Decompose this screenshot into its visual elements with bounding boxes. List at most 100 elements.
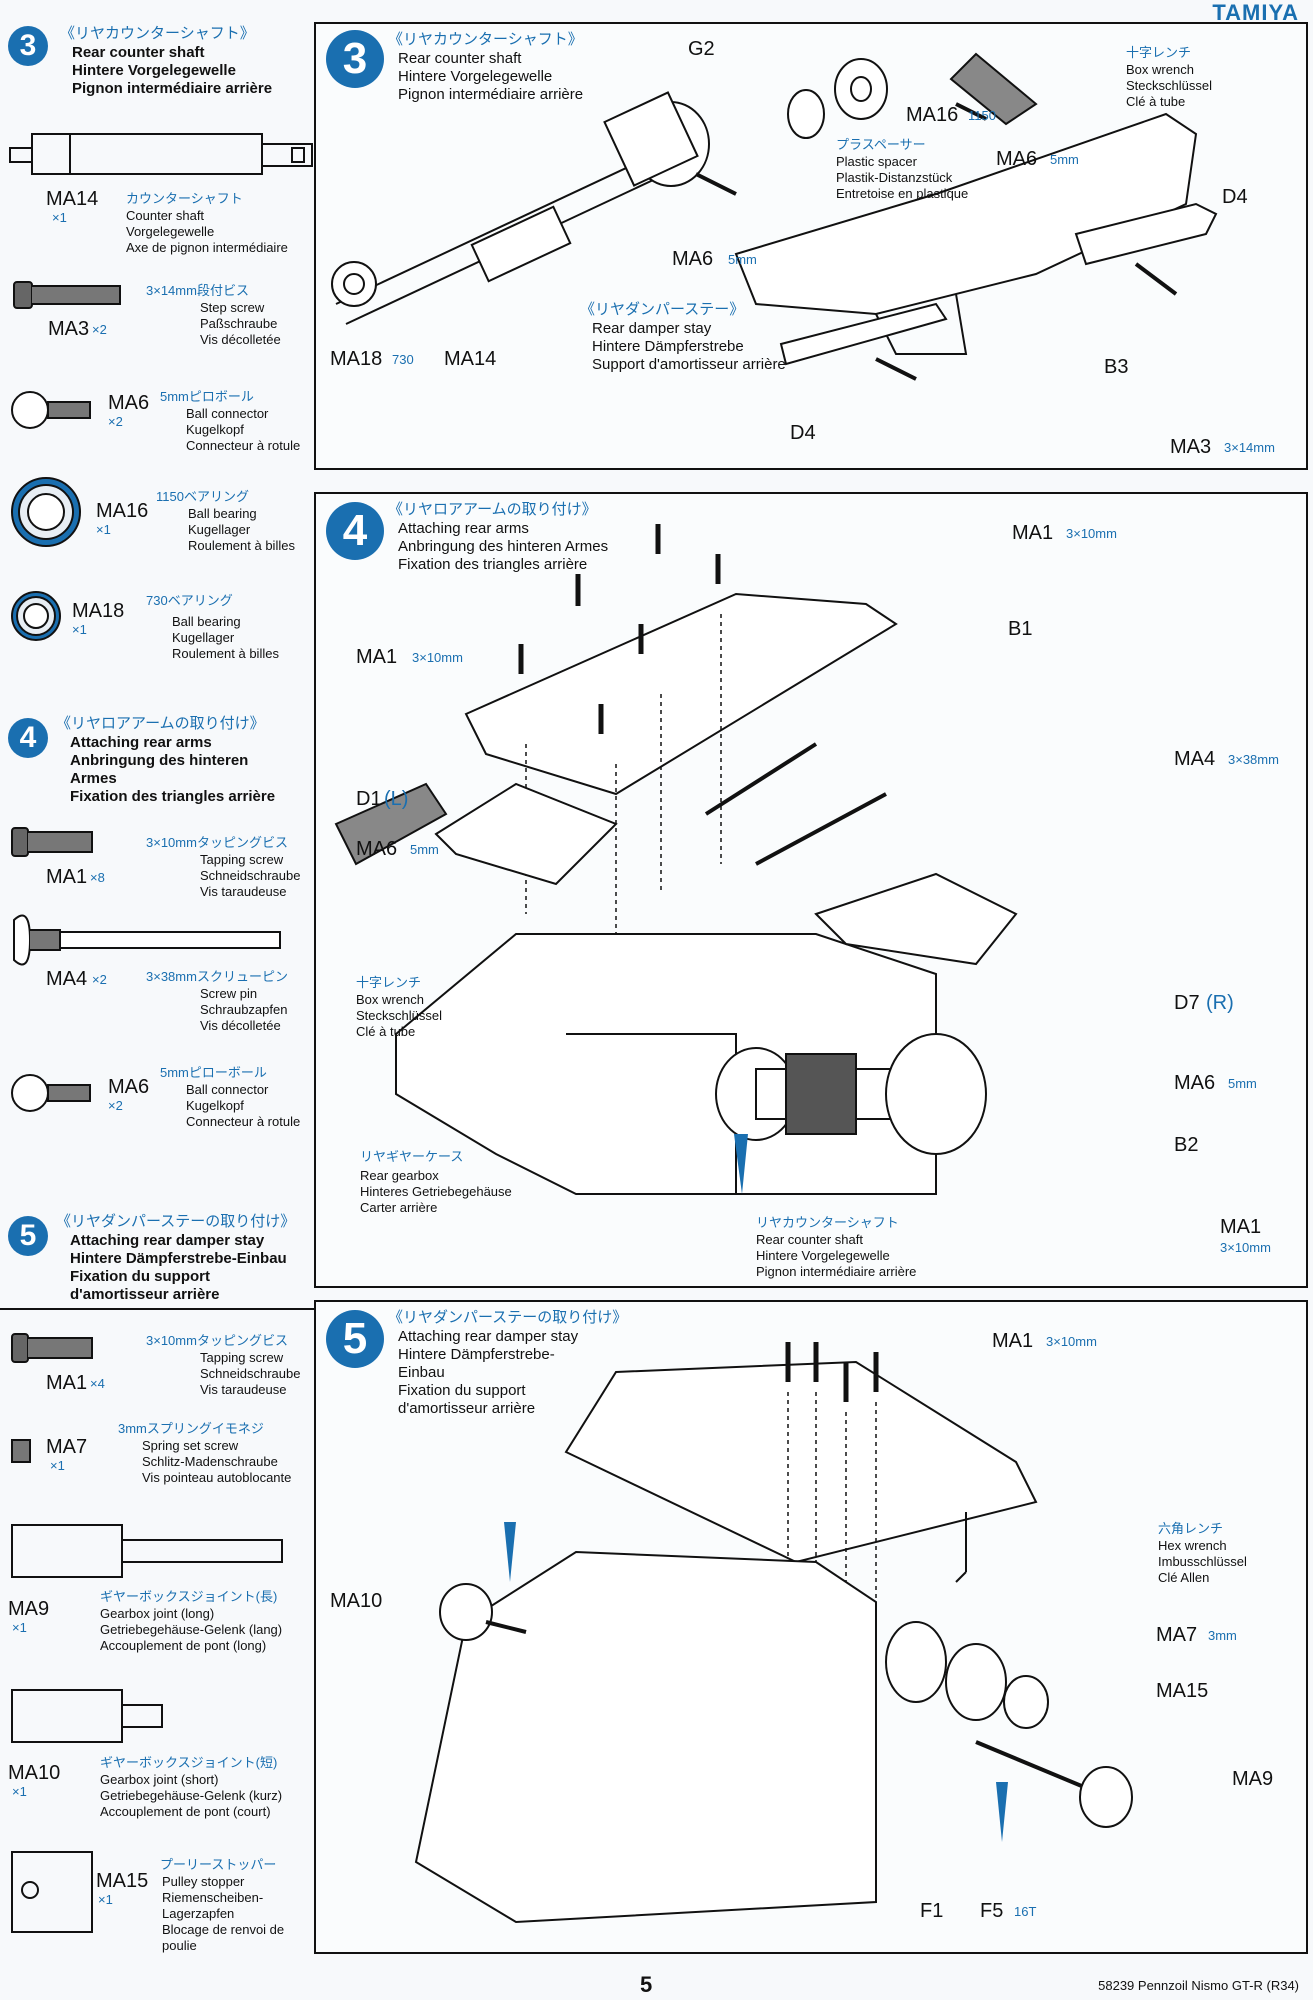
step-title-fr: Fixation du support xyxy=(70,1268,210,1285)
part-desc-de: Kugelkopf xyxy=(186,422,244,437)
part-qty: ×4 xyxy=(90,1376,105,1391)
label-ma3-size: 3×14mm xyxy=(1224,440,1275,455)
sidebar-step5: 5 《リヤダンパーステーの取り付け》 Attaching rear damper… xyxy=(8,1210,318,1310)
label-f5: F5 xyxy=(980,1900,1004,1922)
panel-title-de: Anbringung des hinteren Armes xyxy=(398,538,609,555)
label-ma4: MA4 xyxy=(1174,748,1216,770)
part-desc-en: Gearbox joint (short) xyxy=(100,1772,219,1787)
panel-title-de: Hintere Dämpferstrebe- xyxy=(398,1346,555,1363)
label-g2: G2 xyxy=(688,38,715,60)
label-hex-fr: Clé Allen xyxy=(1158,1570,1210,1585)
part-desc-de: Getriebegehäuse-Gelenk (lang) xyxy=(100,1622,283,1637)
step-title-de: Anbringung des hinteren xyxy=(70,752,249,769)
part-name-jp: ギヤーボックスジョイント(長) xyxy=(100,1589,278,1604)
part-desc-fr: Vis décolletée xyxy=(200,1018,281,1033)
label-ma1-bottom-size: 3×10mm xyxy=(1220,1240,1271,1255)
panel-title-jp: 《リヤカウンターシャフト》 xyxy=(388,31,583,48)
part-desc-fr: Accouplement de pont (long) xyxy=(100,1638,267,1653)
label-d4-bottom: D4 xyxy=(790,422,816,444)
part-desc-en: Ball connector xyxy=(186,406,269,421)
label-ma6-top: MA6 xyxy=(996,148,1038,170)
label-f1: F1 xyxy=(920,1900,944,1922)
label-ma6-left: MA6 xyxy=(356,838,398,860)
label-ma18: MA18 xyxy=(330,348,383,370)
part-desc-de2: Lagerzapfen xyxy=(162,1906,235,1921)
panel-title-en: Rear counter shaft xyxy=(398,50,522,67)
sidebar-step4: 4 《リヤロアアームの取り付け》 Attaching rear arms Anb… xyxy=(8,712,318,812)
label-shaft-jp: リヤカウンターシャフト xyxy=(756,1215,899,1230)
part-qty: ×8 xyxy=(90,870,105,885)
label-d1: D1 xyxy=(356,788,382,810)
part-name-jp: 3×10mmタッピングビス xyxy=(146,1333,288,1348)
part-desc-de: Kugellager xyxy=(188,522,251,537)
part-desc-en: Spring set screw xyxy=(142,1438,239,1453)
label-hex-de: Imbusschlüssel xyxy=(1158,1554,1247,1569)
part-code-ma3: MA3 xyxy=(48,318,90,340)
label-ma1-top: MA1 xyxy=(1012,522,1054,544)
part-qty: ×1 xyxy=(98,1892,113,1907)
label-case-fr: Carter arrière xyxy=(360,1200,438,1215)
part-qty: ×1 xyxy=(52,210,67,225)
part-desc-en: Ball bearing xyxy=(172,614,241,629)
label-d1-side: (L) xyxy=(384,788,409,810)
part-qty: ×1 xyxy=(96,522,111,537)
label-ma6-right-size: 5mm xyxy=(1228,1076,1257,1091)
part-desc-fr: Vis taraudeuse xyxy=(200,1382,287,1397)
part-desc-en: Counter shaft xyxy=(126,208,205,223)
label-f5-teeth: 16T xyxy=(1014,1904,1037,1919)
part-qty: ×1 xyxy=(12,1620,27,1635)
label-case-jp: リヤギヤーケース xyxy=(360,1149,464,1164)
diagram-step5 xyxy=(414,1342,1133,1924)
part-name-jp: 3mmスプリングイモネジ xyxy=(118,1421,264,1436)
label-ma1-size: 3×10mm xyxy=(1046,1334,1097,1349)
step-title-en: Rear counter shaft xyxy=(72,44,205,61)
panel-title-fr: Pignon intermédiaire arrière xyxy=(398,86,584,103)
part-code-ma16: MA16 xyxy=(96,500,149,522)
part-name-jp: ギヤーボックスジョイント(短) xyxy=(100,1755,278,1770)
brand-logo: TAMIYA xyxy=(1212,0,1299,25)
label-ma1-bottom: MA1 xyxy=(1220,1216,1262,1238)
part-desc-en: Tapping screw xyxy=(200,1350,284,1365)
label-ma6-mid-size: 5mm xyxy=(728,252,757,267)
label-d7: D7 xyxy=(1174,992,1200,1014)
step-title-jp: 《リヤダンパーステーの取り付け》 xyxy=(56,1213,296,1230)
label-ma16-size: 1150 xyxy=(968,108,996,123)
part-desc-fr: Roulement à billes xyxy=(188,538,295,553)
part-qty: ×2 xyxy=(92,972,107,987)
label-ma1-left-size: 3×10mm xyxy=(412,650,463,665)
step-number-badge: 3 xyxy=(8,26,48,66)
label-ma6-top-size: 5mm xyxy=(1050,152,1079,167)
panel-step4: 4 《リヤロアアームの取り付け》 Attaching rear arms Anb… xyxy=(314,492,1308,1288)
panel-title-jp: 《リヤダンパーステーの取り付け》 xyxy=(388,1309,628,1326)
part-qty: ×2 xyxy=(108,1098,123,1113)
part-desc-de: Kugellager xyxy=(172,630,235,645)
model-name: 58239 Pennzoil Nismo GT-R (R34) xyxy=(1098,1978,1299,1993)
part-desc-fr2: poulie xyxy=(162,1938,197,1953)
label-spacer-de: Plastik-Distanzstück xyxy=(836,170,953,185)
part-qty: ×1 xyxy=(12,1784,27,1799)
part-desc-en: Gearbox joint (long) xyxy=(100,1606,215,1621)
panel-title-de: Hintere Vorgelegewelle xyxy=(398,68,553,85)
panel-title-jp: 《リヤロアアームの取り付け》 xyxy=(388,501,597,518)
label-wrench-de: Steckschlüssel xyxy=(356,1008,442,1023)
step-title-jp: 《リヤロアアームの取り付け》 xyxy=(56,715,265,732)
label-wrench-en: Box wrench xyxy=(356,992,424,1007)
label-b2: B2 xyxy=(1174,1134,1199,1156)
label-wrench-jp: 十字レンチ xyxy=(1126,45,1192,60)
label-stay-jp: 《リヤダンパーステー》 xyxy=(580,301,745,318)
panel-title-fr: Fixation des triangles arrière xyxy=(398,556,588,573)
label-ma6-left-size: 5mm xyxy=(410,842,439,857)
part-desc-de: Kugelkopf xyxy=(186,1098,244,1113)
step-number-badge: 5 xyxy=(326,1310,384,1368)
step-title-fr: Pignon intermédiaire arrière xyxy=(72,80,273,97)
part-code-ma7: MA7 xyxy=(46,1436,88,1458)
part-name-jp: 3×38mmスクリューピン xyxy=(146,969,288,984)
label-shaft-de: Hintere Vorgelegewelle xyxy=(756,1248,890,1263)
step-title-en: Attaching rear damper stay xyxy=(70,1232,265,1249)
part-code-ma18: MA18 xyxy=(72,600,125,622)
part-qty: ×2 xyxy=(92,322,107,337)
part-desc-fr: Connecteur à rotule xyxy=(186,1114,301,1129)
label-d4-top: D4 xyxy=(1222,186,1248,208)
label-case-en: Rear gearbox xyxy=(360,1168,439,1183)
part-desc-fr: Vis taraudeuse xyxy=(200,884,287,899)
